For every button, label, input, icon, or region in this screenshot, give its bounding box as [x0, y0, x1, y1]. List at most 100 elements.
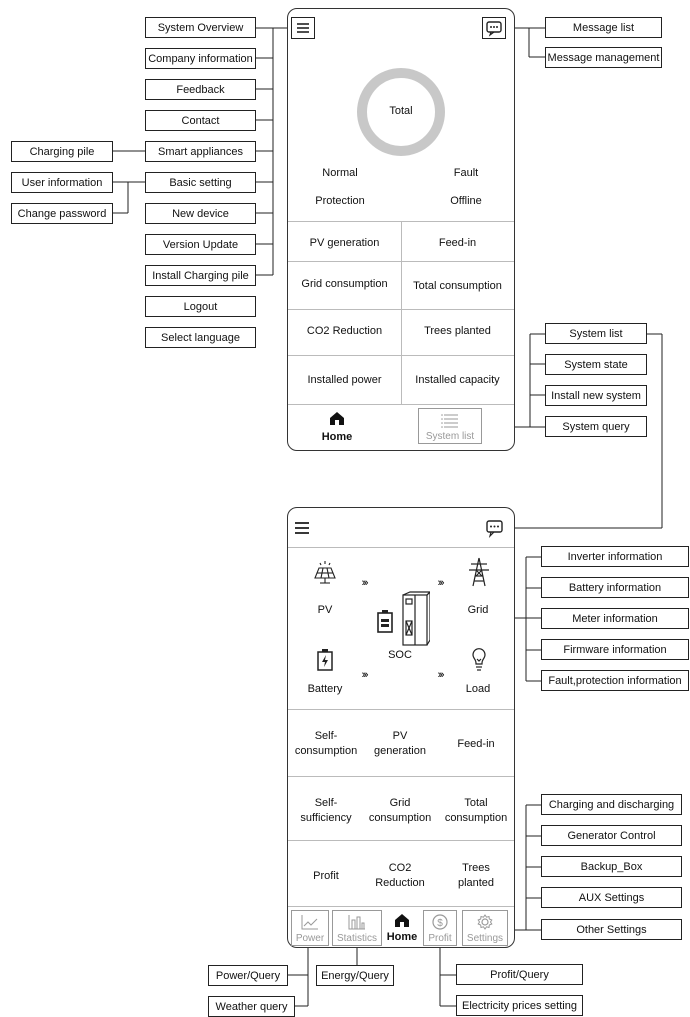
fault-protection-information-item[interactable]: Fault,protection information [541, 670, 689, 691]
nav-home-label: Home [386, 931, 418, 943]
company-information-item[interactable]: Company information [145, 48, 256, 69]
system-status-donut [357, 68, 445, 156]
flow-arrow-icon: ››› [361, 669, 369, 681]
grid-tower-icon [469, 557, 489, 587]
message-icon[interactable] [485, 519, 505, 539]
weather-query-item[interactable]: Weather query [208, 996, 295, 1017]
battery-icon [317, 649, 333, 671]
nav-home-label: Home [321, 431, 353, 443]
charging-pile-item[interactable]: Charging pile [11, 141, 113, 162]
status-normal: Normal [322, 167, 358, 179]
cell-pv-generation: PV generation [374, 730, 426, 757]
message-management-item[interactable]: Message management [545, 47, 662, 68]
cell-feed-in: Feed-in [457, 738, 495, 750]
backup-box-item[interactable]: Backup_Box [541, 856, 682, 877]
status-offline: Offline [450, 195, 482, 207]
light-bulb-icon [472, 648, 486, 671]
nav-power-tab[interactable]: Power [291, 910, 329, 946]
menu-icon[interactable] [291, 17, 315, 39]
pv-label: PV [317, 604, 333, 616]
cell-total-consumption: Total consumption [413, 280, 502, 292]
soc-label: SOC [388, 649, 412, 661]
system-overview-item[interactable]: System Overview [145, 17, 256, 38]
change-password-item[interactable]: Change password [11, 203, 113, 224]
basic-setting-item[interactable]: Basic setting [145, 172, 256, 193]
divider [288, 776, 514, 777]
bar-chart-icon [348, 915, 365, 930]
nav-profit-tab[interactable]: $ Profit [423, 910, 457, 946]
battery-soc-icon [377, 610, 393, 633]
cell-feed-in: Feed-in [438, 237, 477, 249]
smart-appliances-item[interactable]: Smart appliances [145, 141, 256, 162]
cell-pv-generation: PV generation [309, 237, 380, 249]
cell-co2-reduction: CO2 Reduction [306, 325, 383, 337]
generator-control-item[interactable]: Generator Control [541, 825, 682, 846]
message-list-item[interactable]: Message list [545, 17, 662, 38]
inverter-icon [402, 591, 430, 646]
cell-grid-consumption: Grid consumption [301, 278, 388, 290]
menu-icon[interactable] [293, 520, 313, 536]
power-query-item[interactable]: Power/Query [208, 965, 288, 986]
cell-trees-planted: Trees planted [424, 325, 491, 337]
firmware-information-item[interactable]: Firmware information [541, 639, 689, 660]
nav-home-tab[interactable]: Home [312, 409, 362, 447]
aux-settings-item[interactable]: AUX Settings [541, 887, 682, 908]
divider [288, 840, 514, 841]
nav-profit-label: Profit [428, 933, 452, 944]
cell-total-consumption: Total consumption [444, 797, 508, 824]
cell-installed-capacity: Installed capacity [415, 374, 500, 386]
system-list-item[interactable]: System list [545, 323, 647, 344]
user-information-item[interactable]: User information [11, 172, 113, 193]
svg-text:$: $ [437, 918, 443, 929]
grid-label: Grid [467, 604, 489, 616]
home-screen-phone: Total Normal Fault Protection Offline PV… [287, 8, 515, 451]
energy-query-item[interactable]: Energy/Query [316, 965, 394, 986]
home-icon [395, 914, 409, 927]
load-label: Load [465, 683, 491, 695]
profit-query-item[interactable]: Profit/Query [456, 964, 583, 985]
divider [288, 906, 514, 907]
inverter-information-item[interactable]: Inverter information [541, 546, 689, 567]
message-icon[interactable] [482, 17, 506, 39]
flow-arrow-icon: ››› [437, 669, 445, 681]
nav-settings-tab[interactable]: Settings [462, 910, 508, 946]
line-chart-icon [301, 915, 318, 930]
system-detail-phone: PV ››› ››› Grid SOC Battery ››› ››› Load… [287, 507, 515, 948]
divider [288, 547, 514, 548]
contact-item[interactable]: Contact [145, 110, 256, 131]
meter-information-item[interactable]: Meter information [541, 608, 689, 629]
list-icon [441, 414, 458, 428]
nav-system-list-label: System list [425, 431, 475, 442]
nav-statistics-label: Statistics [336, 933, 377, 944]
solar-panel-icon [314, 561, 336, 584]
status-protection: Protection [315, 195, 365, 207]
divider [288, 404, 514, 405]
cell-grid-consumption: Grid consumption [368, 797, 432, 824]
logout-item[interactable]: Logout [145, 296, 256, 317]
status-fault: Fault [453, 167, 479, 179]
feedback-item[interactable]: Feedback [145, 79, 256, 100]
install-new-system-item[interactable]: Install new system [545, 385, 647, 406]
divider [401, 221, 402, 404]
cell-self-consumption: Self- consumption [294, 730, 358, 757]
version-update-item[interactable]: Version Update [145, 234, 256, 255]
nav-statistics-tab[interactable]: Statistics [332, 910, 382, 946]
system-state-item[interactable]: System state [545, 354, 647, 375]
charging-and-discharging-item[interactable]: Charging and discharging [541, 794, 682, 815]
cell-profit: Profit [313, 870, 339, 882]
coin-icon: $ [432, 914, 448, 930]
nav-system-list-tab[interactable]: System list [418, 408, 482, 444]
cell-installed-power: Installed power [307, 374, 382, 386]
install-charging-pile-item[interactable]: Install Charging pile [145, 265, 256, 286]
flow-arrow-icon: ››› [437, 577, 445, 589]
battery-information-item[interactable]: Battery information [541, 577, 689, 598]
electricity-prices-setting-item[interactable]: Electricity prices setting [456, 995, 583, 1016]
other-settings-item[interactable]: Other Settings [541, 919, 682, 940]
new-device-item[interactable]: New device [145, 203, 256, 224]
cell-trees-planted: Trees planted [457, 862, 495, 889]
nav-home-tab[interactable]: Home [384, 910, 420, 946]
donut-total-label: Total [389, 105, 413, 117]
select-language-item[interactable]: Select language [145, 327, 256, 348]
system-query-item[interactable]: System query [545, 416, 647, 437]
gear-icon [477, 914, 493, 930]
